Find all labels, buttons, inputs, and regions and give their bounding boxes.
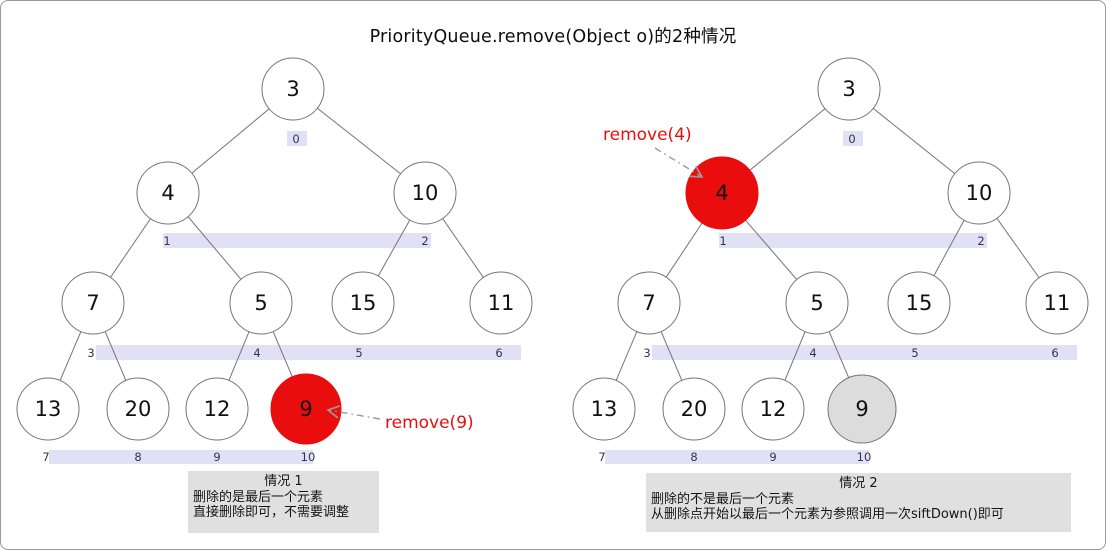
remove-arrow: [654, 147, 704, 178]
array-index-label: 9: [213, 450, 220, 464]
heap-node-value: 3: [842, 77, 855, 101]
heap-node-12: [185, 377, 249, 441]
array-index-label: 6: [495, 346, 502, 360]
heap-node-12: [741, 377, 805, 441]
array-index-label: 0: [848, 132, 855, 146]
heap-node-value: 3: [286, 77, 299, 101]
heap-node-5: [785, 271, 849, 335]
array-index-label: 4: [253, 346, 260, 360]
array-index-label: 4: [809, 346, 816, 360]
heap-node-7: [61, 271, 125, 335]
heap-node-3: [261, 57, 325, 121]
heap-node-13: [16, 377, 80, 441]
array-index-label: 2: [421, 234, 428, 248]
heap-node-value: 4: [161, 181, 174, 205]
remove-annotation-case2: remove(4): [603, 125, 692, 145]
heap-node-value: 10: [966, 181, 993, 205]
heap-node-4: [136, 161, 200, 225]
array-index-label: 8: [134, 450, 141, 464]
page-title: PriorityQueue.remove(Object o)的2种情况: [369, 27, 737, 47]
array-index-label: 10: [301, 450, 316, 464]
caption-case1-title: 情况 1: [264, 474, 303, 489]
heap-node-value: 5: [810, 291, 823, 315]
heap-node-9: [827, 374, 897, 444]
heap-node-9: [270, 373, 342, 445]
heap-node-10: [393, 161, 457, 225]
array-index-label: 2: [977, 234, 984, 248]
heap-node-value: 11: [488, 291, 515, 315]
heap-node-value: 5: [254, 291, 267, 315]
heap-node-value: 9: [299, 397, 312, 421]
heap-node-value: 11: [1044, 291, 1071, 315]
heap-node-value: 13: [35, 397, 62, 421]
caption-case2-line1: 删除的不是最后一个元素: [651, 491, 795, 507]
heap-node-5: [229, 271, 293, 335]
heap-node-20: [106, 377, 170, 441]
heap-node-value: 13: [591, 397, 618, 421]
caption-case1-line1: 删除的是最后一个元素: [193, 489, 324, 505]
heap-node-value: 7: [642, 291, 655, 315]
array-index-label: 1: [163, 234, 170, 248]
array-index-label: 3: [87, 346, 94, 360]
array-index-label: 1: [719, 234, 726, 248]
heap-node-value: 7: [86, 291, 99, 315]
array-index-label: 0: [292, 132, 299, 146]
heap-node-15: [331, 271, 395, 335]
index-band: [605, 450, 869, 464]
index-band: [287, 131, 307, 146]
index-band: [652, 345, 1077, 360]
heap-node-value: 20: [681, 397, 708, 421]
heap-node-value: 12: [760, 397, 787, 421]
caption-case2-title: 情况 2: [839, 476, 878, 491]
heap-node-15: [887, 271, 951, 335]
array-index-label: 7: [598, 450, 605, 464]
array-index-label: 8: [690, 450, 697, 464]
heap-node-value: 12: [204, 397, 231, 421]
array-index-label: 5: [911, 346, 918, 360]
heap-node-value: 10: [412, 181, 439, 205]
heap-node-value: 15: [906, 291, 933, 315]
index-band: [96, 345, 521, 360]
heap-node-value: 20: [125, 397, 152, 421]
heap-node-7: [617, 271, 681, 335]
index-band: [719, 233, 987, 248]
heap-node-13: [572, 377, 636, 441]
heap-node-value: 4: [715, 181, 728, 205]
heap-node-20: [662, 377, 726, 441]
array-index-label: 10: [857, 450, 872, 464]
array-index-label: 9: [769, 450, 776, 464]
array-index-label: 7: [42, 450, 49, 464]
index-band: [49, 450, 313, 464]
heap-node-11: [1025, 271, 1089, 335]
array-index-label: 3: [643, 346, 650, 360]
caption-case1-line2: 直接删除即可，不需要调整: [193, 505, 350, 520]
caption-case1: 情况 1 删除的是最后一个元素 直接删除即可，不需要调整: [188, 471, 379, 533]
index-band: [843, 131, 863, 146]
heap-node-3: [817, 57, 881, 121]
heap-node-value: 15: [350, 291, 377, 315]
remove-annotation-case1: remove(9): [385, 413, 474, 433]
array-index-label: 5: [355, 346, 362, 360]
heap-node-value: 9: [855, 397, 868, 421]
caption-case2-line2: 从删除点开始以最后一个元素为参照调用一次siftDown()即可: [651, 507, 1004, 522]
heap-node-4: [685, 156, 759, 230]
caption-case2: 情况 2 删除的不是最后一个元素 从删除点开始以最后一个元素为参照调用一次sif…: [646, 473, 1071, 532]
array-index-label: 6: [1051, 346, 1058, 360]
heap-node-10: [947, 161, 1011, 225]
index-band: [163, 233, 431, 248]
heap-node-11: [469, 271, 533, 335]
